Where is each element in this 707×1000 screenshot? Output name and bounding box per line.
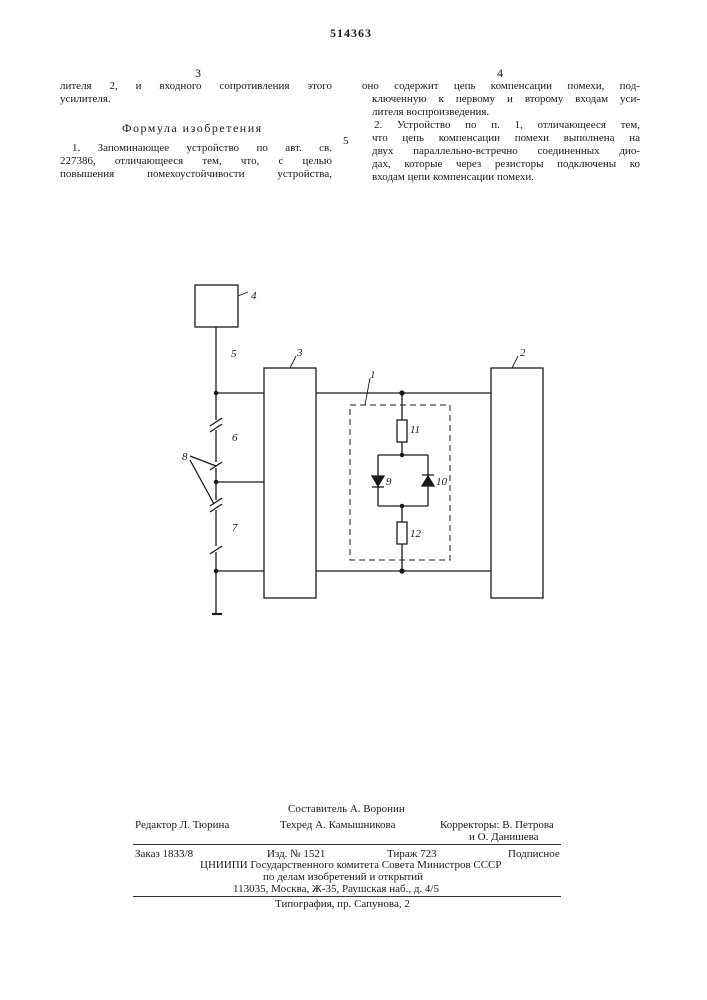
label-block-2: 2 <box>520 347 526 359</box>
diode-9 <box>372 476 384 486</box>
publisher-address: 113035, Москва, Ж-35, Раушская наб., д. … <box>233 882 439 896</box>
techred-credit: Техред А. Камышникова <box>280 818 395 832</box>
printer-credit: Типография, пр. Сапунова, 2 <box>275 897 410 911</box>
correctors-credit-line2: и О. Данишева <box>469 830 539 844</box>
label-3-leader <box>290 356 296 368</box>
block-2 <box>491 368 543 598</box>
label-diode-9: 9 <box>386 476 392 488</box>
junction-chain-bottom <box>214 569 217 572</box>
label-diode-10: 10 <box>436 476 448 488</box>
junction-bottom <box>400 569 404 573</box>
junction-bridge-bottom <box>400 504 403 507</box>
junction-top <box>400 391 404 395</box>
resistor-11 <box>397 420 407 442</box>
label-res-11: 11 <box>410 424 420 436</box>
compiler-credit: Составитель А. Воронин <box>288 802 405 816</box>
resistor-12 <box>397 522 407 544</box>
editor-credit: Редактор Л. Тюрина <box>135 818 229 832</box>
label-1-leader <box>365 378 370 405</box>
footer-rule-top <box>133 844 561 845</box>
label-wire-5: 5 <box>231 348 237 360</box>
label-res-12: 12 <box>410 528 422 540</box>
label-block-4: 4 <box>251 290 257 302</box>
junction-chain-top <box>214 391 217 394</box>
label-8-pointer-upper <box>190 456 216 466</box>
diode-10 <box>422 476 434 486</box>
compensation-circuit-box <box>350 405 450 560</box>
label-cap-6: 6 <box>232 432 238 444</box>
label-4-leader <box>238 292 248 296</box>
junction-bridge-top <box>400 453 403 456</box>
label-block-3: 3 <box>296 347 303 359</box>
junction-chain-mid <box>214 480 217 483</box>
block-4 <box>195 285 238 327</box>
block-3 <box>264 368 316 598</box>
subscription-note: Подписное <box>508 847 560 861</box>
label-8-pointer-lower <box>190 460 214 504</box>
order-number: Заказ 1833/8 <box>135 847 193 861</box>
label-2-leader <box>512 356 518 368</box>
label-block-1: 1 <box>370 369 376 381</box>
label-caps-8: 8 <box>182 451 188 463</box>
label-cap-7: 7 <box>232 522 238 534</box>
